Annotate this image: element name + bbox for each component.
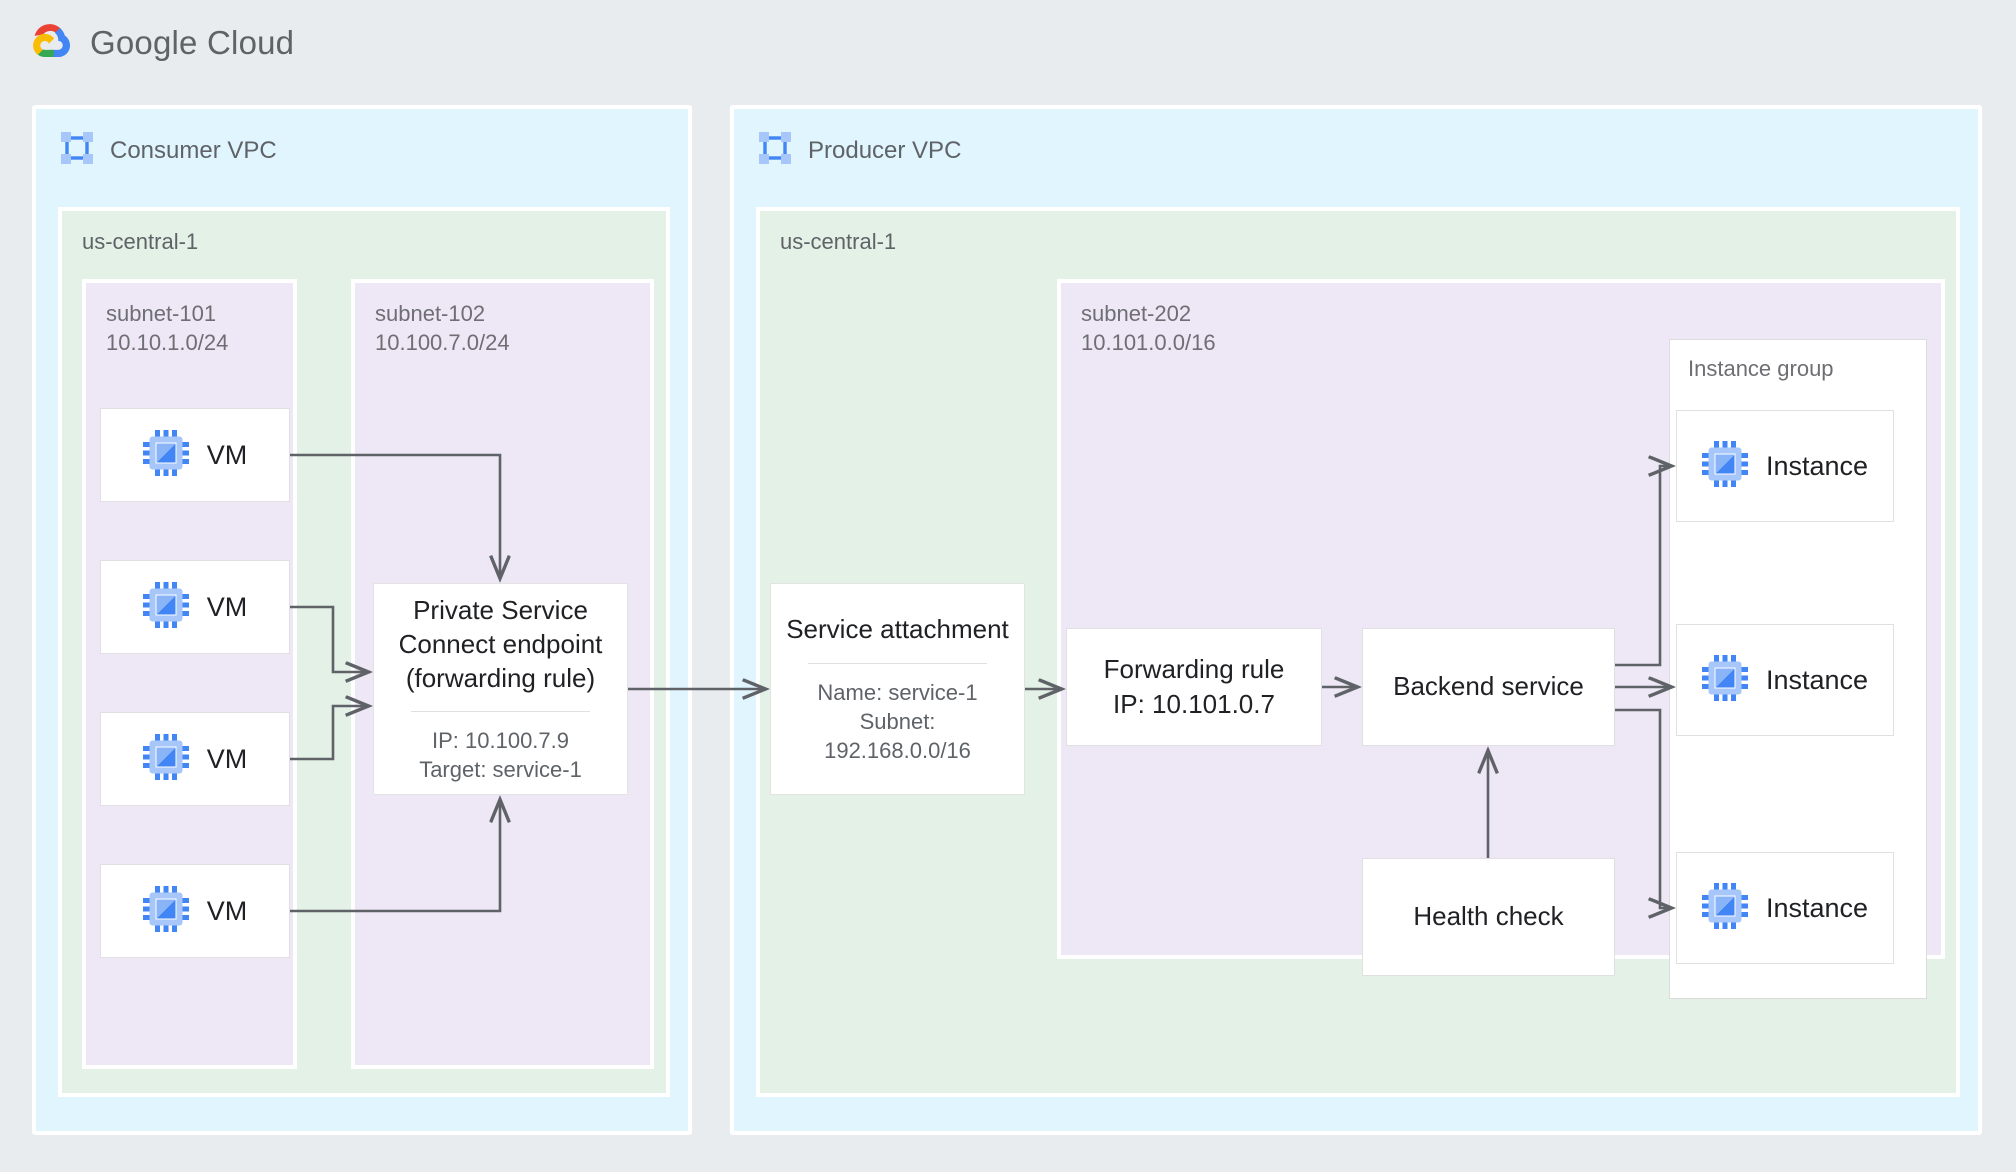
- vm-node-1-label: VM: [206, 439, 248, 470]
- service-attachment-title: Service attachment: [786, 614, 1009, 645]
- subnet-101-label: subnet-101 10.10.1.0/24: [106, 299, 228, 357]
- google-cloud-logo-icon: [30, 22, 72, 63]
- forwarding-rule-line1: Forwarding rule: [1103, 653, 1285, 684]
- service-attachment-divider: [808, 662, 987, 664]
- service-attachment-name: Name: service-1: [817, 679, 978, 705]
- instance-node-2-label: Instance: [1765, 664, 1869, 695]
- brand-name-google: Google: [90, 23, 198, 61]
- forwarding-rule-node[interactable]: Forwarding rule IP: 10.101.0.7: [1066, 628, 1322, 746]
- consumer-vpc-header: Consumer VPC: [60, 131, 277, 170]
- producer-vpc-title: Producer VPC: [808, 136, 962, 164]
- vm-node-3[interactable]: VM: [100, 712, 290, 806]
- subnet-202-cidr: 10.101.0.0/16: [1081, 330, 1216, 356]
- instance-node-3[interactable]: Instance: [1676, 852, 1894, 964]
- consumer-vpc-title: Consumer VPC: [110, 136, 277, 164]
- instance-node-1-label: Instance: [1765, 450, 1869, 481]
- backend-service-label: Backend service: [1393, 671, 1584, 702]
- subnet-102-cidr: 10.100.7.0/24: [375, 330, 510, 356]
- forwarding-rule-line2: IP: 10.101.0.7: [1113, 689, 1275, 719]
- vm-chip-icon: [142, 581, 189, 633]
- producer-vpc-header: Producer VPC: [758, 131, 961, 170]
- psc-endpoint-title: Private Service Connect endpoint (forwar…: [398, 595, 603, 693]
- vpc-network-icon: [758, 131, 792, 170]
- vm-chip-icon: [142, 429, 189, 481]
- vm-node-4-label: VM: [206, 895, 248, 926]
- brand-header: Google Cloud: [30, 22, 294, 63]
- instance-node-1[interactable]: Instance: [1676, 410, 1894, 522]
- vpc-network-icon: [60, 131, 94, 170]
- brand-name-cloud: Cloud: [207, 23, 295, 61]
- subnet-101-name: subnet-101: [106, 301, 217, 326]
- vm-chip-icon: [142, 885, 189, 937]
- vm-node-2[interactable]: VM: [100, 560, 290, 654]
- subnet-202-name: subnet-202: [1081, 301, 1192, 326]
- vm-chip-icon: [142, 733, 189, 785]
- vm-chip-icon: [1701, 882, 1748, 934]
- instance-group-label: Instance group: [1688, 356, 1834, 381]
- service-attachment-subnet-label: Subnet:: [859, 708, 936, 734]
- brand-name: Google Cloud: [90, 24, 294, 62]
- backend-service-node[interactable]: Backend service: [1362, 628, 1615, 746]
- psc-endpoint-card[interactable]: Private Service Connect endpoint (forwar…: [373, 583, 628, 795]
- vm-chip-icon: [1701, 440, 1748, 492]
- health-check-node[interactable]: Health check: [1362, 858, 1615, 976]
- vm-node-4[interactable]: VM: [100, 864, 290, 958]
- psc-endpoint-ip: IP: 10.100.7.9: [432, 727, 569, 753]
- subnet-102-label: subnet-102 10.100.7.0/24: [375, 299, 510, 357]
- subnet-101-cidr: 10.10.1.0/24: [106, 330, 229, 356]
- subnet-102-name: subnet-102: [375, 301, 486, 326]
- vm-node-1[interactable]: VM: [100, 408, 290, 502]
- producer-region-label: us-central-1: [780, 229, 897, 254]
- psc-endpoint-divider: [411, 711, 590, 712]
- health-check-label: Health check: [1413, 901, 1564, 932]
- vm-node-3-label: VM: [206, 743, 248, 774]
- consumer-region-label: us-central-1: [82, 229, 199, 254]
- instance-node-2[interactable]: Instance: [1676, 624, 1894, 736]
- instance-node-3-label: Instance: [1765, 892, 1869, 923]
- vm-chip-icon: [1701, 654, 1748, 706]
- subnet-202-label: subnet-202 10.101.0.0/16: [1081, 299, 1216, 357]
- psc-endpoint-target: Target: service-1: [419, 756, 582, 782]
- service-attachment-subnet-cidr: 192.168.0.0/16: [824, 737, 971, 763]
- service-attachment-card[interactable]: Service attachment Name: service-1 Subne…: [770, 583, 1025, 795]
- vm-node-2-label: VM: [206, 591, 248, 622]
